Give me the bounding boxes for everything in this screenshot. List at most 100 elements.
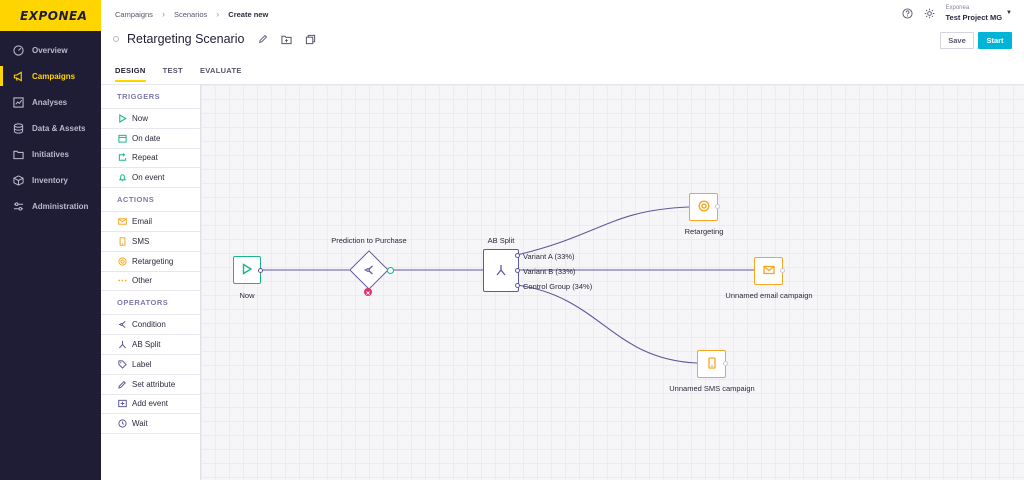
folder-icon bbox=[12, 148, 24, 160]
palette-item-label: SMS bbox=[132, 236, 150, 246]
folder-move-icon[interactable] bbox=[280, 33, 293, 46]
more-dots-icon bbox=[117, 276, 127, 286]
breadcrumb-scenarios[interactable]: Scenarios bbox=[173, 9, 208, 19]
palette-section-actions: ACTIONS bbox=[101, 188, 200, 213]
envelope-icon bbox=[762, 264, 775, 278]
palette-item-repeat[interactable]: Repeat bbox=[101, 149, 200, 169]
palette-item-label: On event bbox=[132, 173, 165, 183]
chart-icon bbox=[12, 96, 24, 108]
nav-label: Administration bbox=[32, 201, 89, 211]
palette-item-label: Now bbox=[132, 113, 149, 123]
sms-action-node[interactable] bbox=[697, 350, 726, 378]
add-event-icon bbox=[117, 399, 127, 409]
palette-item-label: Repeat bbox=[132, 153, 158, 163]
branch-label-variant-b: Variant B (33%) bbox=[523, 267, 576, 276]
scenario-canvas[interactable]: Now Prediction to Purchase AB Split Vari… bbox=[201, 84, 1024, 480]
tab-evaluate[interactable]: EVALUATE bbox=[199, 66, 242, 75]
nav-item-data-assets[interactable]: Data & Assets bbox=[0, 115, 101, 141]
nav-label: Analyses bbox=[32, 97, 68, 107]
megaphone-icon bbox=[12, 70, 24, 82]
branch-label-control-group: Control Group (34%) bbox=[523, 282, 593, 291]
palette-item-now[interactable]: Now bbox=[101, 109, 200, 129]
palette-item-retargeting[interactable]: Retargeting bbox=[101, 252, 200, 272]
nav-label: Inventory bbox=[32, 175, 69, 185]
tab-test[interactable]: TEST bbox=[162, 66, 183, 75]
palette-item-set-attribute[interactable]: Set attribute bbox=[101, 375, 200, 395]
palette-item-label-text: Label bbox=[132, 359, 152, 369]
palette-item-on-date[interactable]: On date bbox=[101, 129, 200, 149]
node-palette: TRIGGERS Now On date Repeat On event ACT… bbox=[101, 84, 201, 480]
page-header: Campaigns › Scenarios › Create new Expon… bbox=[101, 0, 1024, 84]
nav-label: Data & Assets bbox=[32, 123, 86, 133]
header-actions: Exponea Test Project MG ▼ bbox=[902, 4, 1012, 22]
bell-icon bbox=[117, 173, 127, 183]
palette-item-wait[interactable]: Wait bbox=[101, 414, 200, 435]
nav-item-campaigns[interactable]: Campaigns bbox=[0, 63, 101, 89]
palette-item-sms[interactable]: SMS bbox=[101, 232, 200, 252]
ab-split-node[interactable] bbox=[483, 249, 519, 292]
split-icon bbox=[117, 340, 127, 350]
email-action-node[interactable] bbox=[754, 257, 783, 285]
nav-label: Initiatives bbox=[32, 149, 69, 159]
true-output-port[interactable] bbox=[387, 267, 394, 274]
palette-item-add-event[interactable]: Add event bbox=[101, 395, 200, 415]
target-icon bbox=[117, 256, 127, 266]
phone-icon bbox=[117, 236, 127, 246]
nav-item-overview[interactable]: Overview bbox=[0, 37, 101, 63]
palette-item-ab-split[interactable]: AB Split bbox=[101, 335, 200, 355]
caret-down-icon[interactable]: ▼ bbox=[1006, 10, 1012, 16]
breadcrumb-campaigns[interactable]: Campaigns bbox=[115, 9, 153, 19]
palette-item-other[interactable]: Other bbox=[101, 272, 200, 292]
variant-a-port[interactable] bbox=[515, 253, 520, 258]
false-output-port[interactable] bbox=[364, 288, 372, 296]
palette-item-condition[interactable]: Condition bbox=[101, 315, 200, 336]
nav-item-administration[interactable]: Administration bbox=[0, 193, 101, 219]
output-port[interactable] bbox=[780, 268, 785, 273]
branch-label-variant-a: Variant A (33%) bbox=[523, 252, 575, 261]
duplicate-icon[interactable] bbox=[304, 33, 317, 46]
node-label-sms: Unnamed SMS campaign bbox=[669, 384, 755, 393]
project-org: Exponea bbox=[945, 5, 970, 11]
gauge-icon bbox=[12, 44, 24, 56]
variant-b-port[interactable] bbox=[515, 268, 520, 273]
output-port[interactable] bbox=[715, 204, 720, 209]
box-icon bbox=[12, 174, 24, 186]
nav-item-inventory[interactable]: Inventory bbox=[0, 167, 101, 193]
prediction-condition-node[interactable] bbox=[349, 250, 389, 290]
output-port[interactable] bbox=[258, 268, 263, 273]
node-label-now: Now bbox=[239, 291, 255, 300]
palette-item-email[interactable]: Email bbox=[101, 212, 200, 232]
nav-item-initiatives[interactable]: Initiatives bbox=[0, 141, 101, 167]
retargeting-action-node[interactable] bbox=[689, 193, 718, 221]
node-label-retargeting: Retargeting bbox=[684, 227, 724, 236]
gear-icon[interactable] bbox=[924, 7, 936, 19]
project-switcher[interactable]: Exponea Test Project MG bbox=[946, 4, 1003, 22]
nav-item-analyses[interactable]: Analyses bbox=[0, 89, 101, 115]
node-label-email: Unnamed email campaign bbox=[725, 291, 813, 300]
connection-variant-a-retargeting bbox=[516, 206, 690, 256]
sliders-icon bbox=[12, 200, 24, 212]
palette-section-triggers: TRIGGERS bbox=[101, 85, 200, 109]
save-button[interactable]: Save bbox=[940, 32, 974, 49]
tab-design[interactable]: DESIGN bbox=[115, 66, 146, 82]
node-label-ab-split: AB Split bbox=[487, 236, 515, 245]
pencil-icon[interactable] bbox=[256, 33, 269, 46]
target-icon bbox=[697, 200, 710, 214]
node-label-prediction: Prediction to Purchase bbox=[331, 236, 407, 245]
palette-item-label: Email bbox=[132, 217, 153, 227]
output-port[interactable] bbox=[723, 361, 728, 366]
page-title[interactable]: Retargeting Scenario bbox=[127, 32, 245, 46]
help-icon[interactable] bbox=[902, 7, 914, 19]
exponea-logo[interactable]: EXPONEA bbox=[0, 0, 101, 31]
connections bbox=[260, 206, 754, 364]
close-icon bbox=[366, 287, 370, 297]
palette-item-label[interactable]: Label bbox=[101, 355, 200, 375]
control-group-port[interactable] bbox=[515, 283, 520, 288]
logo-text: EXPONEA bbox=[20, 8, 88, 23]
chevron-right-icon: › bbox=[216, 9, 220, 19]
now-trigger-node[interactable] bbox=[233, 256, 261, 284]
start-button[interactable]: Start bbox=[978, 32, 1012, 49]
palette-item-on-event[interactable]: On event bbox=[101, 168, 200, 189]
database-icon bbox=[12, 122, 24, 134]
condition-icon bbox=[117, 320, 127, 330]
